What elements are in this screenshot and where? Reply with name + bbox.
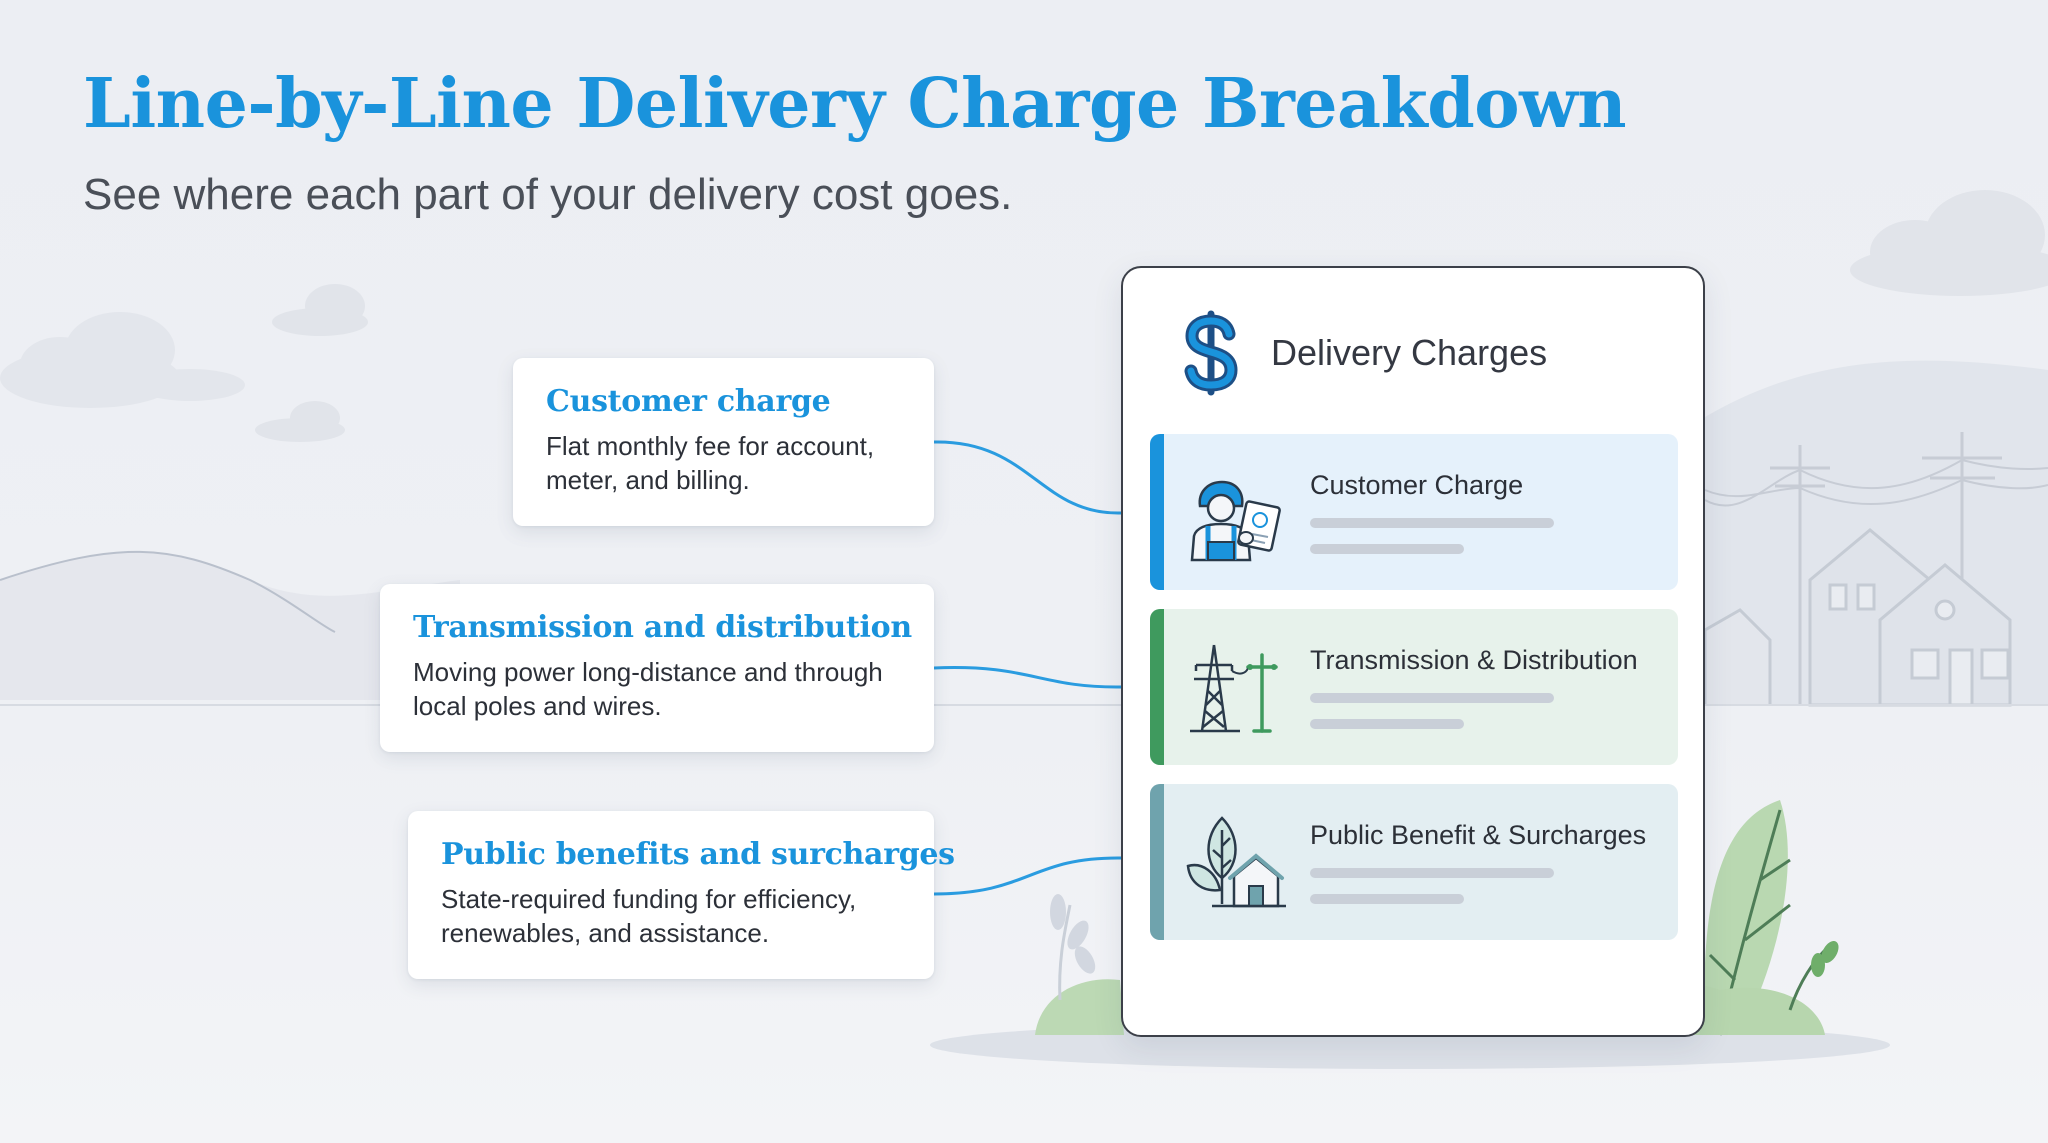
cloud-left xyxy=(0,312,245,408)
callout-text: State-required funding for efficiency, r… xyxy=(441,884,857,948)
callout-title: Customer charge xyxy=(546,384,831,419)
row-label: Transmission & Distribution xyxy=(1310,645,1638,675)
connector-public xyxy=(933,856,1122,896)
dollar-icon xyxy=(1184,310,1238,396)
charge-row-transmission: Transmission & Distribution xyxy=(1150,609,1678,765)
callout-public-benefits: Public benefits and surcharges State-req… xyxy=(408,811,955,979)
row-accent-bar xyxy=(1150,609,1164,765)
distant-hill xyxy=(0,550,460,700)
cloud-right xyxy=(1850,190,2048,296)
callout-text: Moving power long-distance and through l… xyxy=(413,657,883,721)
callout-title: Transmission and distribution xyxy=(413,610,912,645)
callout-transmission-distribution: Transmission and distribution Moving pow… xyxy=(380,584,934,752)
placeholder-line xyxy=(1310,544,1464,554)
callout-title: Public benefits and surcharges xyxy=(441,837,955,872)
placeholder-line xyxy=(1310,518,1554,528)
leaf-house-icon xyxy=(1186,816,1286,908)
connector-transmission xyxy=(933,666,1122,689)
plant-left xyxy=(1035,894,1124,1035)
power-tower-icon xyxy=(1190,644,1278,733)
placeholder-line xyxy=(1310,894,1464,904)
cloud-mid xyxy=(255,284,368,442)
charge-row-public-benefit: Public Benefit & Surcharges xyxy=(1150,784,1678,940)
row-accent-bar xyxy=(1150,434,1164,590)
connector-customer xyxy=(933,440,1122,515)
delivery-charges-panel: Delivery Charges Customer Charge xyxy=(1121,266,1705,1037)
house-silhouettes xyxy=(1703,528,2012,707)
connector-lines xyxy=(933,440,1122,896)
panel-title: Delivery Charges xyxy=(1271,332,1548,373)
callout-customer-charge: Customer charge Flat monthly fee for acc… xyxy=(513,358,934,526)
technician-clipboard-icon xyxy=(1190,480,1281,562)
row-label: Customer Charge xyxy=(1310,470,1524,500)
page-subtitle: See where each part of your delivery cos… xyxy=(83,170,1013,219)
placeholder-line xyxy=(1310,868,1554,878)
placeholder-line xyxy=(1310,719,1464,729)
placeholder-line xyxy=(1310,693,1554,703)
callout-text: Flat monthly fee for account, meter, and… xyxy=(546,431,875,495)
page-title: Line-by-Line Delivery Charge Breakdown xyxy=(83,64,1627,144)
row-label: Public Benefit & Surcharges xyxy=(1310,820,1647,850)
row-accent-bar xyxy=(1150,784,1164,940)
charge-row-customer: Customer Charge xyxy=(1150,434,1678,590)
